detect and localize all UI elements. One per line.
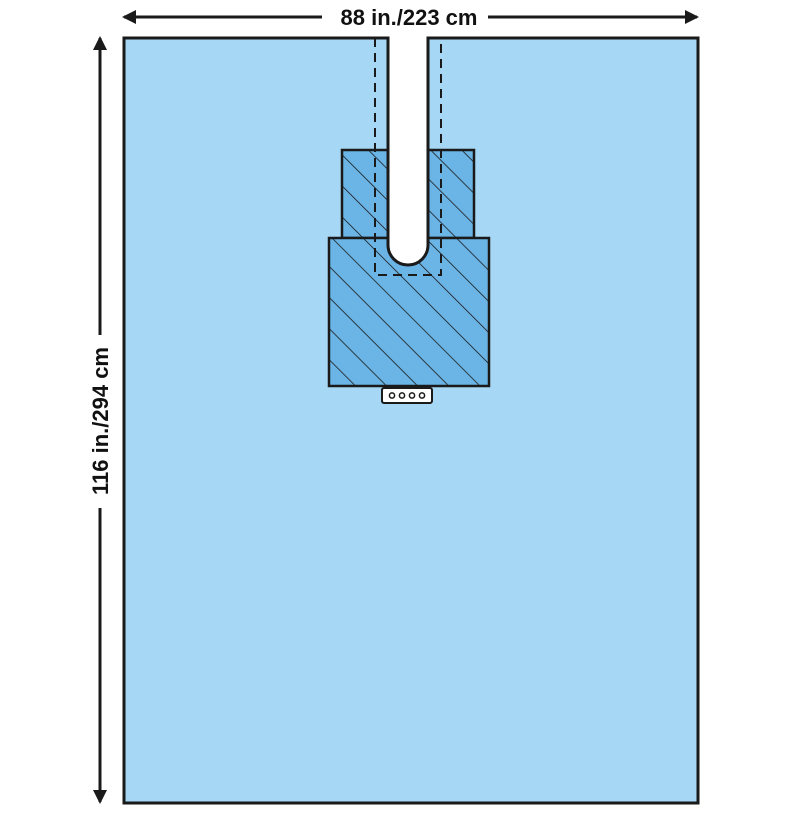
slit-top-cover <box>389 30 427 40</box>
tube-holder-hole <box>418 392 426 399</box>
tube-holder-hole <box>408 392 416 399</box>
tube-holder-body <box>381 387 433 404</box>
tube-holder <box>381 387 433 404</box>
width-dimension: 88 in./223 cm <box>122 5 699 30</box>
dashed-fenestration-outline <box>374 38 442 276</box>
height-dimension: 116 in./294 cm <box>88 36 113 804</box>
slit-fenestration <box>386 38 430 267</box>
tube-holder-hole <box>398 392 406 399</box>
width-label: 88 in./223 cm <box>341 5 478 30</box>
height-label: 116 in./294 cm <box>88 347 113 495</box>
tube-holder-hole <box>388 392 396 399</box>
